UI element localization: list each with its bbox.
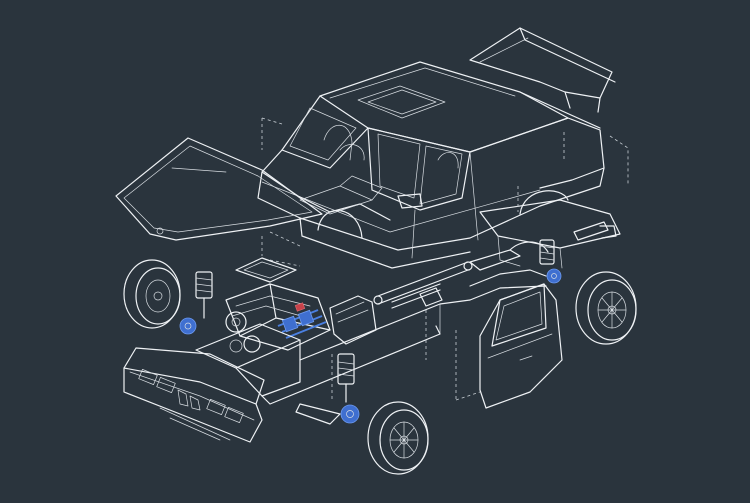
front-right-strut bbox=[295, 353, 360, 425]
rear-strut bbox=[539, 239, 562, 284]
guide-lines bbox=[261, 117, 629, 401]
chassis-frame bbox=[195, 199, 621, 405]
wheel-front-left bbox=[123, 259, 181, 329]
hood bbox=[115, 137, 323, 241]
wheel-front-right bbox=[367, 401, 429, 475]
body-shell bbox=[257, 61, 605, 269]
rear-spoiler bbox=[469, 27, 616, 113]
exhaust bbox=[391, 283, 443, 309]
sunroof bbox=[357, 85, 446, 119]
engine bbox=[225, 257, 377, 353]
front-bumper bbox=[123, 347, 265, 443]
driveshaft bbox=[373, 249, 521, 305]
door bbox=[479, 283, 563, 409]
wheel-rear-right bbox=[575, 271, 637, 345]
front-left-strut bbox=[179, 271, 213, 335]
